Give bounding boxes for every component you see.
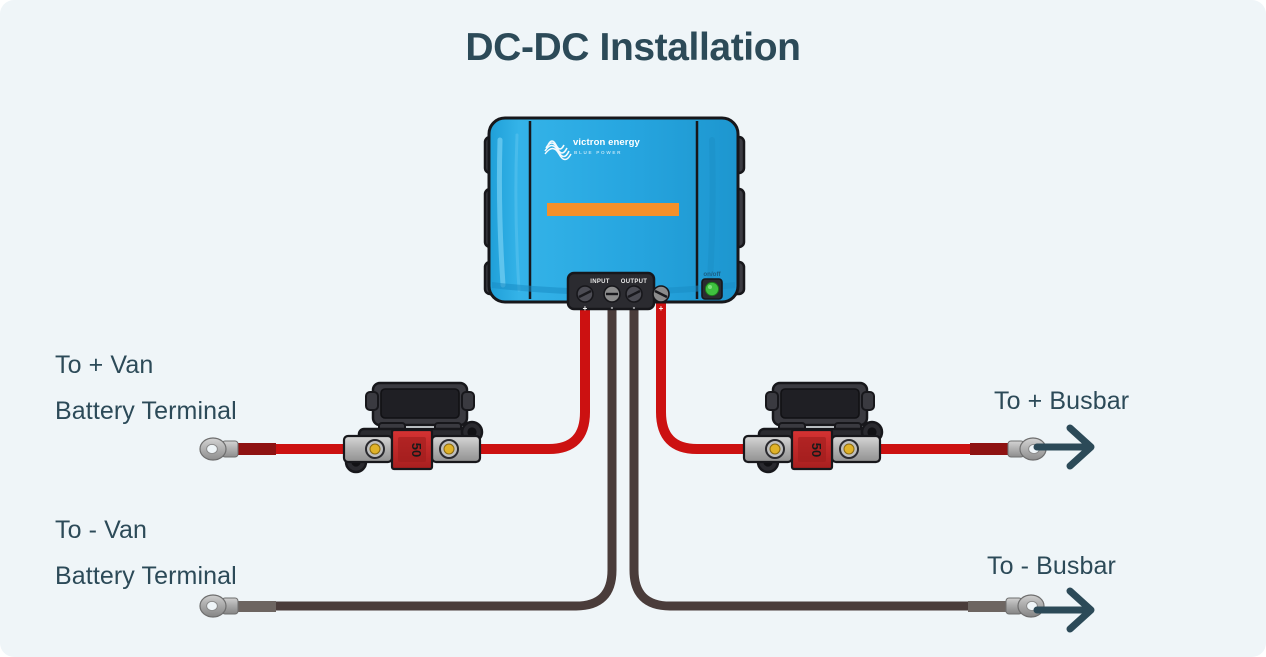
terminal-input-label: INPUT (590, 279, 610, 285)
cable-negative-left (227, 295, 617, 611)
terminal-output-label: OUTPUT (621, 279, 647, 285)
terminal-screw-input-pos (576, 285, 594, 303)
lug-negative-left (199, 594, 276, 618)
svg-text:-: - (633, 303, 636, 312)
device-onoff-label: on/off (703, 271, 721, 278)
label-negative-van-line2: Battery Terminal (55, 562, 237, 590)
cable-group (223, 295, 1023, 611)
cable-negative-right (629, 295, 1017, 611)
terminal-screw-output-pos (652, 285, 670, 303)
device-brand-text: victron energy (573, 137, 640, 148)
victron-logo-icon (544, 140, 572, 161)
fuse-rating-left: 50 (409, 443, 424, 457)
fuse-rating-right: 50 (809, 443, 824, 457)
device-accent-stripe (547, 203, 679, 216)
lug-positive-left (199, 437, 276, 461)
cable-positive-left (223, 295, 590, 454)
terminal-block: INPUT OUTPUT + (566, 271, 670, 313)
victron-device: victron energy BLUE POWER on/off INPUT O… (483, 116, 746, 313)
page-title: DC-DC Installation (465, 26, 801, 69)
terminal-screw-output-neg (625, 285, 643, 303)
label-positive-van-line1: To + Van (55, 351, 154, 379)
lug-negative-right (968, 594, 1045, 618)
label-positive-busbar: To + Busbar (994, 387, 1130, 415)
arrow-to-negative-busbar-icon (1033, 587, 1095, 633)
arrow-to-positive-busbar-icon (1033, 424, 1095, 470)
fuse-holder-right: 50 (742, 381, 884, 474)
label-negative-van-line1: To - Van (55, 516, 148, 544)
cable-positive-right (656, 295, 1023, 454)
label-positive-van-line2: Battery Terminal (55, 397, 237, 425)
terminal-screw-input-neg (603, 285, 621, 303)
device-led-icon (704, 281, 720, 297)
svg-text:+: + (583, 304, 588, 313)
label-negative-busbar: To - Busbar (987, 552, 1116, 580)
svg-text:+: + (659, 304, 664, 313)
fuse-holder-left: 50 (342, 381, 484, 474)
svg-text:-: - (611, 303, 614, 312)
device-brand-subtext: BLUE POWER (574, 150, 622, 155)
